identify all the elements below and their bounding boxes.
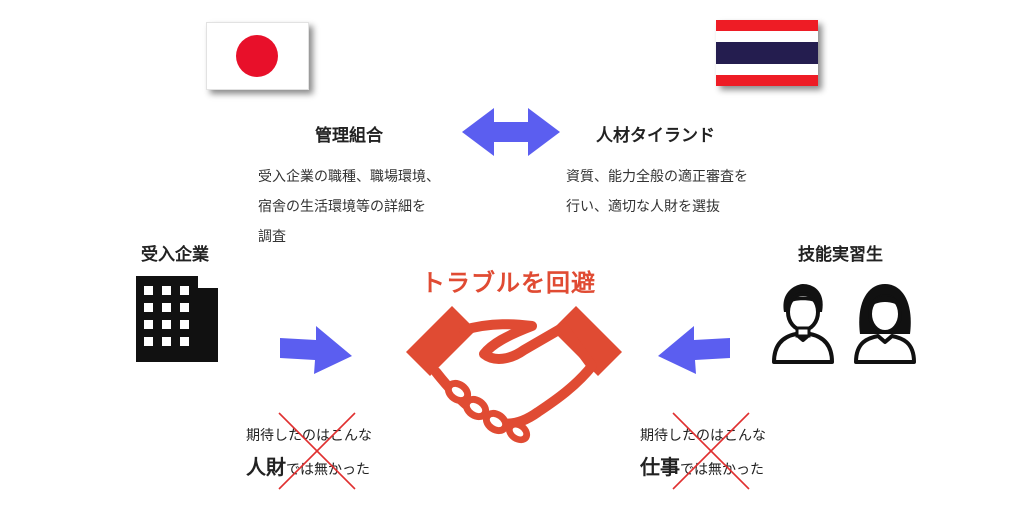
left-cross-mark-icon (278, 412, 356, 490)
left-org-title: 管理組合 (315, 126, 383, 146)
desc-line: 宿舎の生活環境等の詳細を (258, 199, 426, 215)
right-org-title: 人材タイランド (596, 126, 715, 146)
note-emphasis: 仕事 (640, 455, 680, 479)
note-line1: 期待したのはこんな (640, 428, 766, 444)
right-org-description: 資質、能力全般の適正審査を 行い、適切な人財を選抜 (566, 162, 748, 222)
arrow-right-down-icon (280, 326, 352, 374)
note-rest: では無かった (286, 462, 370, 478)
double-arrow-icon (462, 108, 560, 156)
desc-line: 調査 (258, 229, 286, 245)
right-note: 期待したのはこんな 仕事では無かった (640, 425, 766, 480)
left-note: 期待したのはこんな 人財では無かった (246, 425, 372, 480)
note-emphasis: 人財 (246, 455, 286, 479)
center-title: トラブルを回避 (421, 269, 596, 297)
company-title: 受入企業 (141, 245, 209, 265)
handshake-icon (406, 306, 622, 444)
note-rest: では無かった (680, 462, 764, 478)
desc-line: 行い、適切な人財を選抜 (566, 199, 720, 215)
note-line1: 期待したのはこんな (246, 428, 372, 444)
right-cross-mark-icon (672, 412, 750, 490)
desc-line: 資質、能力全般の適正審査を (566, 169, 748, 185)
woman-icon (854, 284, 916, 364)
man-icon (772, 284, 834, 364)
thailand-flag-icon (716, 20, 818, 86)
left-org-description: 受入企業の職種、職場環境、 宿舎の生活環境等の詳細を 調査 (258, 162, 440, 252)
japan-flag-sun (236, 35, 278, 77)
desc-line: 受入企業の職種、職場環境、 (258, 169, 440, 185)
arrow-left-down-icon (658, 326, 730, 374)
japan-flag-icon (206, 22, 309, 90)
building-icon (136, 276, 218, 362)
trainee-title: 技能実習生 (798, 245, 883, 265)
